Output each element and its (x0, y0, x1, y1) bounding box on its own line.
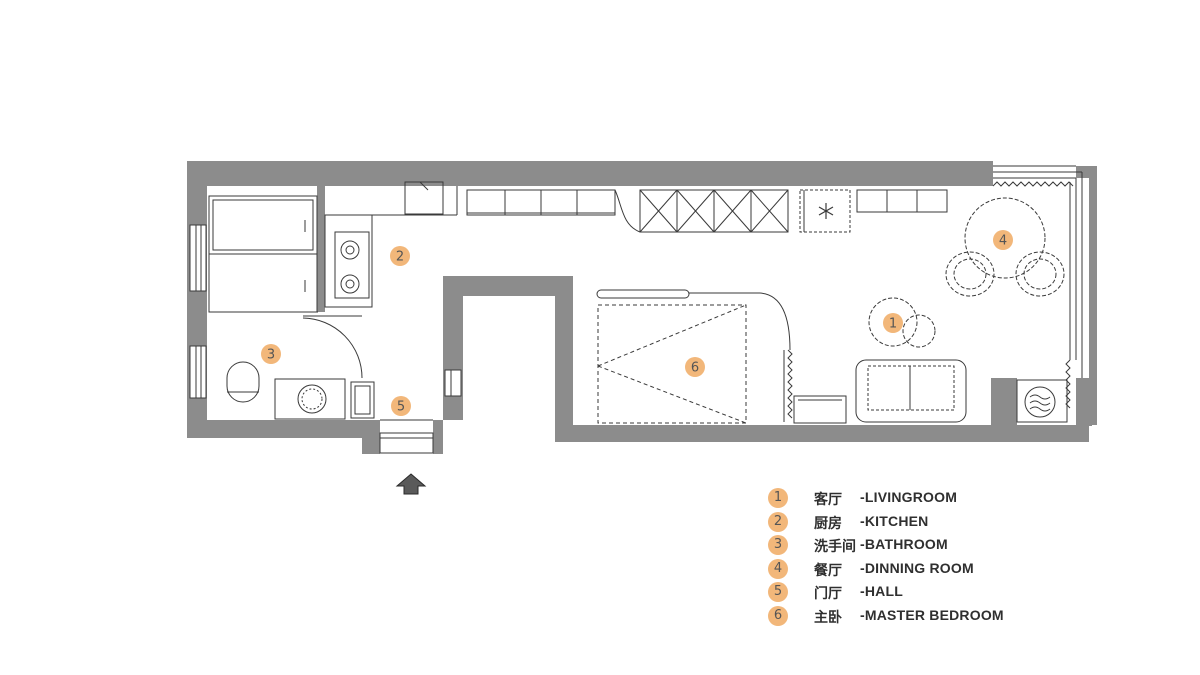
bedroom-partition (596, 289, 690, 299)
room-name-cn: 厨房 (814, 515, 842, 532)
room-name-en: -KITCHEN (860, 512, 929, 529)
plan-room-badge: 3 (261, 344, 281, 364)
room-number-badge: 5 (768, 582, 788, 602)
entrance-arrow-icon (395, 473, 427, 495)
sofa (855, 359, 967, 423)
wall-segment (197, 398, 207, 420)
wall-segment (991, 378, 1017, 426)
dining-chair-right (1015, 251, 1065, 297)
dining-table (964, 197, 1046, 279)
plan-room-number: 5 (397, 400, 405, 415)
radiator-right (1065, 359, 1071, 409)
tv-cabinet (793, 395, 847, 424)
room-number-badge: 2 (768, 511, 788, 532)
fridge (799, 189, 851, 233)
plan-room-number: 4 (999, 234, 1007, 249)
bedroom-door-swing (689, 292, 791, 351)
plan-room-badge: 5 (391, 396, 411, 416)
room-number-badge: 1 (768, 488, 788, 508)
plan-room-number: 2 (396, 250, 404, 265)
room-name-en: -LIVINGROOM (860, 489, 958, 505)
room-name-en: -MASTER BEDROOM (860, 606, 1004, 623)
toilet (226, 361, 260, 403)
bathtub (208, 195, 318, 255)
wall-segment (197, 290, 207, 320)
wall-segment (317, 186, 325, 312)
vanity (274, 378, 346, 420)
entrance-door (379, 432, 434, 454)
shower-area (208, 253, 318, 313)
cabinet-right (856, 189, 948, 213)
stove (334, 231, 370, 299)
plan-room-number: 6 (691, 361, 699, 376)
coffee-table-small (902, 314, 936, 348)
window-left-bottom (189, 345, 207, 399)
coffee-table-large (868, 297, 918, 347)
bed (597, 304, 747, 424)
room-name-cn: 主卧 (814, 609, 842, 626)
snowflake-icon (818, 203, 834, 219)
window-left-top (189, 224, 207, 292)
exterior-walls (187, 161, 1097, 454)
radiator-top (992, 181, 1074, 187)
plan-room-badge: 6 (685, 357, 705, 377)
bathroom-door-swing (302, 317, 363, 379)
room-name-en: -BATHROOM (860, 536, 948, 552)
plan-room-number: 3 (267, 348, 275, 363)
room-name-cn: 洗手间 (814, 539, 856, 555)
room-number-badge: 4 (768, 558, 788, 579)
room-name-cn: 餐厅 (814, 562, 842, 579)
room-name-cn: 门厅 (814, 586, 842, 602)
plan-room-number: 1 (889, 317, 897, 332)
plan-room-badge: 2 (390, 246, 410, 266)
dining-chair-left (945, 251, 995, 297)
room-name-cn: 客厅 (814, 492, 842, 508)
room-name-en: -DINNING ROOM (860, 559, 974, 576)
wall-segment (1076, 378, 1092, 426)
room-number-badge: 6 (768, 605, 788, 626)
washing-machine (1016, 379, 1068, 423)
room-number-badge: 3 (768, 535, 788, 555)
plan-room-badge: 1 (883, 313, 903, 333)
room-name-en: -HALL (860, 583, 903, 599)
kitchen-sink (404, 181, 444, 215)
plan-room-badge: 4 (993, 230, 1013, 250)
